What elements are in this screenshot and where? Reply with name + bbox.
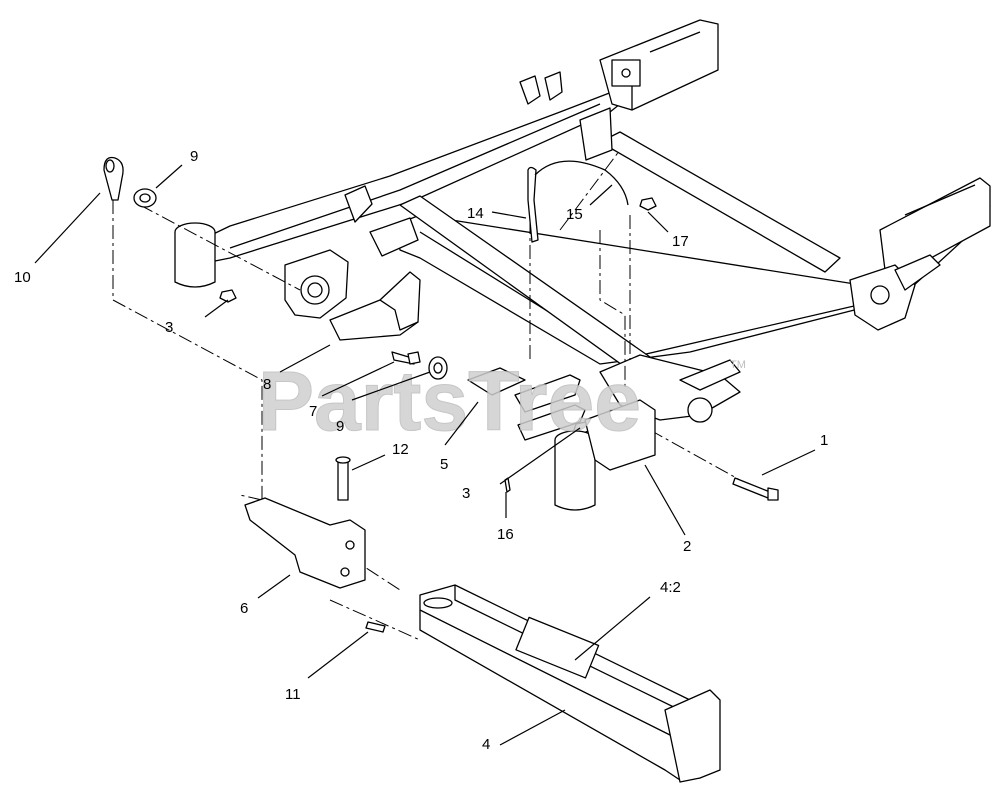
callout-12: 12	[392, 441, 409, 458]
callout-9-upper: 9	[190, 148, 198, 165]
callout-4: 4	[482, 736, 490, 753]
callout-5: 5	[440, 456, 448, 473]
callout-8: 8	[263, 376, 271, 393]
callout-17: 17	[672, 233, 689, 250]
callout-10: 10	[14, 269, 31, 286]
callout-11: 11	[285, 686, 301, 703]
main-frame	[174, 19, 991, 423]
callout-4-2: 4:2	[660, 579, 681, 596]
callout-2: 2	[683, 538, 691, 555]
callout-7: 7	[309, 403, 317, 420]
callout-labels: 1 2 3 3 4 4:2 5 6 7 8 9 9 10 11 12 14 15…	[14, 148, 828, 753]
callout-1: 1	[820, 432, 828, 449]
watermark: PartsTree	[258, 354, 641, 448]
callout-3-lower: 3	[462, 485, 470, 502]
callout-15: 15	[566, 206, 583, 223]
callout-9-lower: 9	[336, 418, 344, 435]
callout-3-upper: 3	[165, 319, 173, 336]
assembly-lines	[112, 149, 741, 641]
small-parts	[103, 156, 779, 783]
callout-6: 6	[240, 600, 248, 617]
callout-14: 14	[467, 205, 484, 222]
watermark-trademark: TM	[730, 359, 746, 371]
callout-16: 16	[497, 526, 514, 543]
leader-lines	[34, 164, 816, 746]
